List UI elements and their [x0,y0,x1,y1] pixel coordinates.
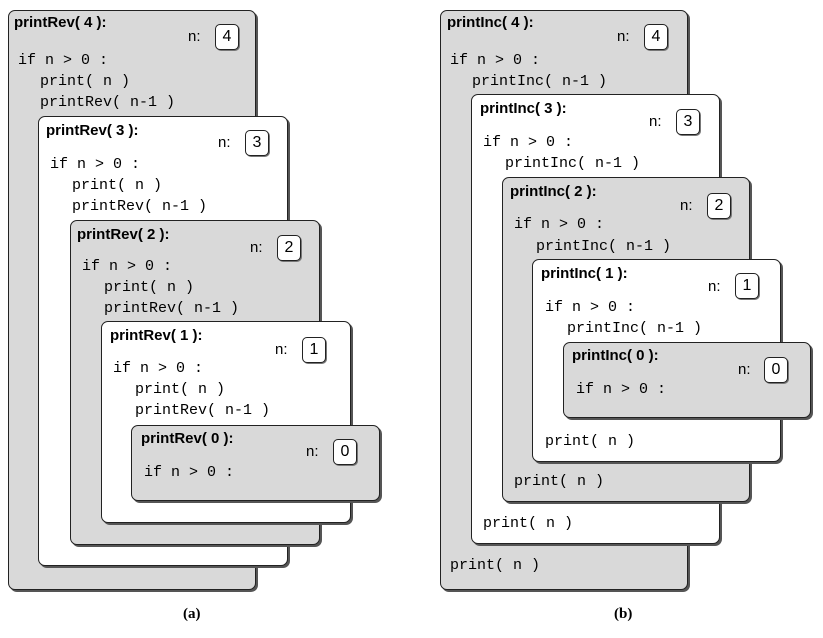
frame-title: printRev( 0 ): [141,430,234,447]
frame-title: printInc( 2 ): [510,183,597,200]
caption-b: (b) [614,606,633,622]
frame-title: printInc( 3 ): [480,100,567,117]
n-value-box: 4 [644,24,668,50]
n-label: n: [617,28,630,45]
code-print: print( n ) [40,73,131,90]
code-if: if n > 0 : [483,134,574,151]
n-value-box: 2 [277,235,301,261]
n-value-box: 0 [333,439,357,465]
n-label: n: [275,341,288,358]
code-print: print( n ) [104,279,195,296]
code-if: if n > 0 : [450,52,541,69]
code-call: printInc( n-1 ) [472,73,608,90]
n-value-box: 2 [707,193,731,219]
code-if: if n > 0 : [144,464,235,481]
caption-a: (a) [183,606,201,622]
frame-title: printRev( 4 ): [14,14,107,31]
n-value-box: 0 [764,357,788,383]
code-if: if n > 0 : [82,258,173,275]
n-label: n: [708,278,721,295]
code-if: if n > 0 : [576,381,667,398]
n-value-box: 1 [302,337,326,363]
code-print: print( n ) [450,557,541,574]
code-if: if n > 0 : [18,52,109,69]
n-value-box: 1 [735,273,759,299]
n-value-box: 3 [245,130,269,156]
code-if: if n > 0 : [514,216,605,233]
n-label: n: [250,239,263,256]
code-print: print( n ) [545,433,636,450]
code-call: printRev( n-1 ) [135,402,271,419]
code-print: print( n ) [135,381,226,398]
code-if: if n > 0 : [113,360,204,377]
n-label: n: [649,113,662,130]
code-if: if n > 0 : [50,156,141,173]
frame-title: printInc( 1 ): [541,265,628,282]
code-print: print( n ) [514,473,605,490]
code-call: printRev( n-1 ) [72,198,208,215]
n-value-box: 4 [215,24,239,50]
frame-title: printRev( 2 ): [77,226,170,243]
frame-title: printInc( 0 ): [572,347,659,364]
n-value-box: 3 [676,109,700,135]
frame-title: printInc( 4 ): [447,14,534,31]
code-call: printInc( n-1 ) [536,238,672,255]
frame-title: printRev( 1 ): [110,327,203,344]
code-call: printInc( n-1 ) [505,155,641,172]
n-label: n: [306,443,319,460]
n-label: n: [218,134,231,151]
code-print: print( n ) [483,515,574,532]
n-label: n: [738,361,751,378]
code-print: print( n ) [72,177,163,194]
frame-title: printRev( 3 ): [46,122,139,139]
code-call: printRev( n-1 ) [104,300,240,317]
n-label: n: [680,197,693,214]
code-call: printRev( n-1 ) [40,94,176,111]
code-if: if n > 0 : [545,299,636,316]
code-call: printInc( n-1 ) [567,320,703,337]
n-label: n: [188,28,201,45]
